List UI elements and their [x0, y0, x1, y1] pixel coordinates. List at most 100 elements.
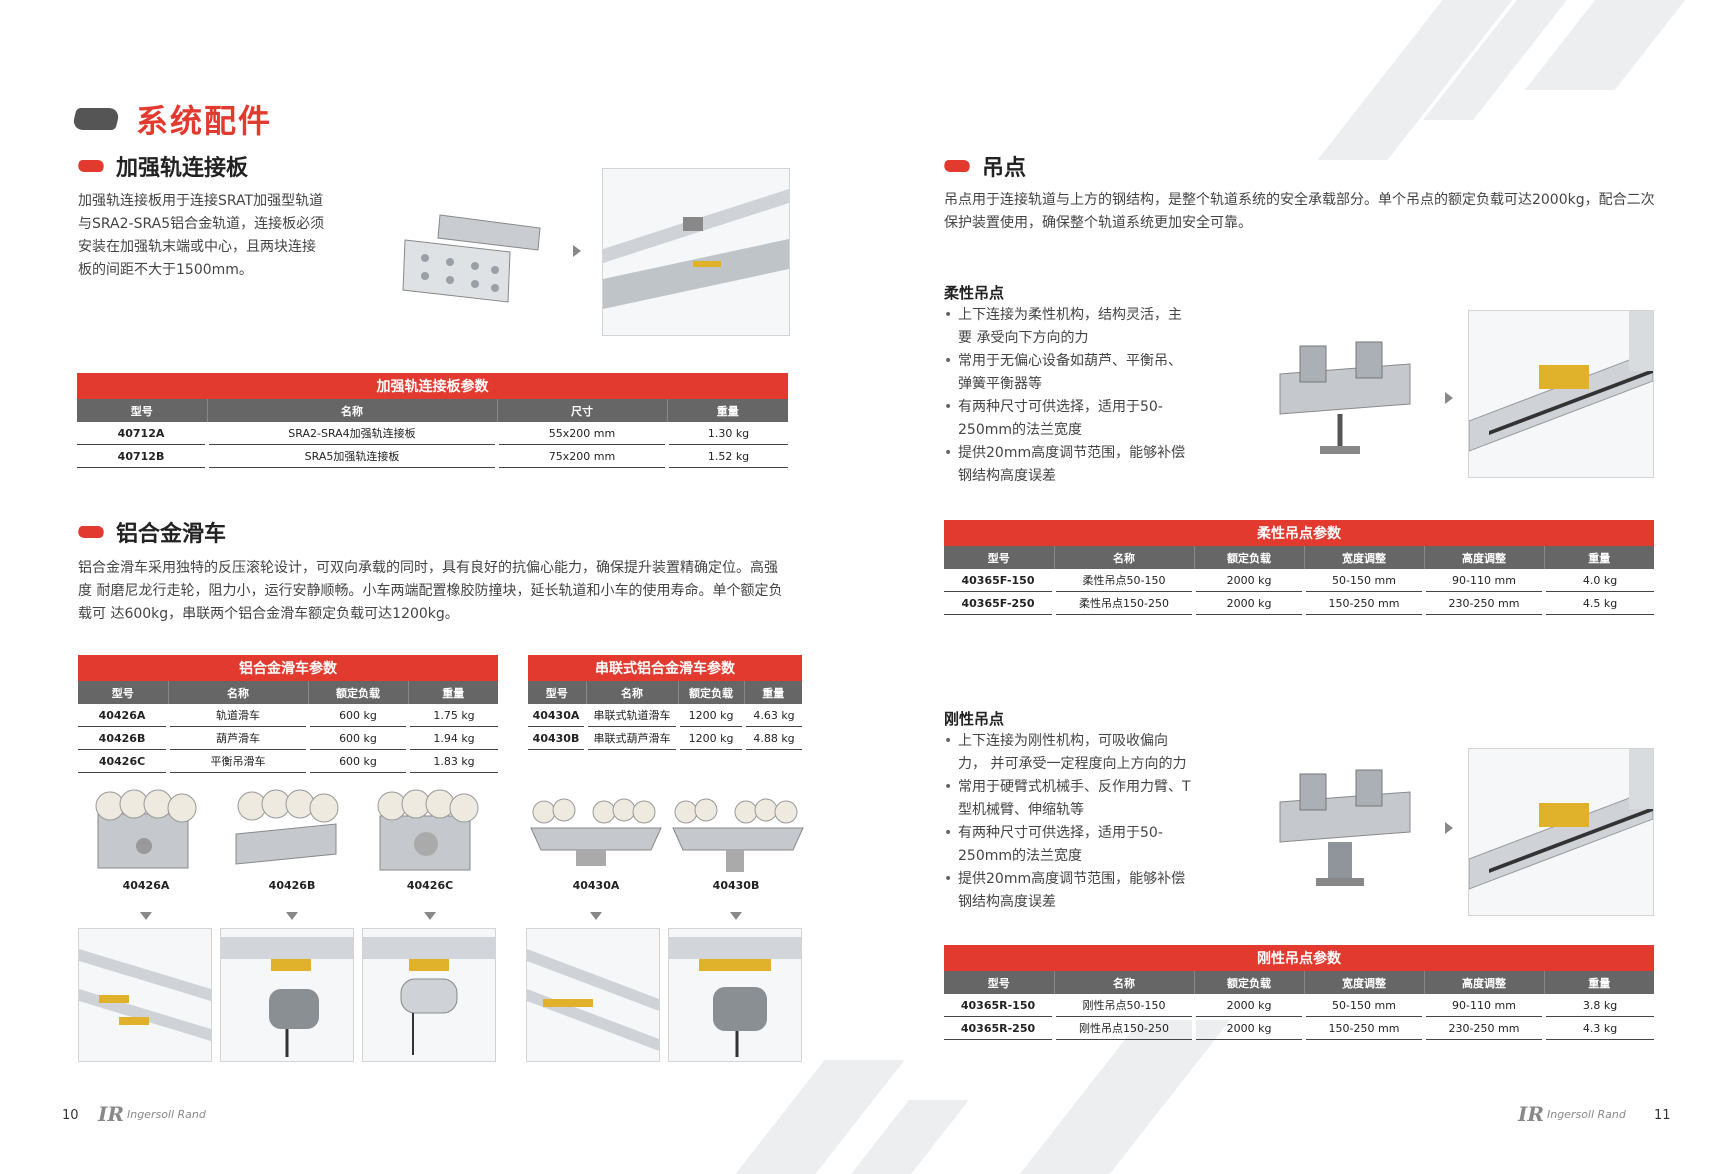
- arrow-down-icon: [730, 912, 742, 920]
- rigid-hanger-image: [1270, 762, 1420, 896]
- section-title-reinforced-plate: 加强轨连接板: [76, 150, 249, 182]
- table-cell: 40712A: [77, 422, 209, 445]
- section-marker: [76, 526, 106, 538]
- hanger-description: 吊点用于连接轨道与上方的钢结构，是整个轨道系统的安全承载部分。单个吊点的额定负载…: [944, 192, 1655, 231]
- list-item: 上下连接为柔性机构，结构灵活，主要 承受向下方向的力: [944, 304, 1194, 350]
- trolley-image-40430B: [668, 788, 808, 882]
- table-cell: 90-110 mm: [1424, 994, 1546, 1017]
- caption-40426C: 40426C: [406, 879, 454, 892]
- column-header: 重量: [744, 681, 802, 704]
- trolley-icon: [235, 789, 339, 865]
- section-title-text: 加强轨连接板: [116, 156, 249, 181]
- table-cell: 1200 kg: [678, 704, 746, 727]
- table-cell: 2000 kg: [1194, 591, 1306, 615]
- column-header: 额定负载: [308, 681, 409, 704]
- table-cell: 刚性吊点50-150: [1054, 994, 1196, 1017]
- reinforced-plate-description: 加强轨连接板用于连接SRAT加强型轨道与SRA2-SRA5铝合金轨道，连接板必须…: [78, 193, 325, 278]
- table-cell: 40426B: [78, 726, 170, 750]
- trolley-icon: [95, 789, 197, 869]
- table-cell: 90-110 mm: [1424, 569, 1546, 592]
- rigid-hanger-table: 刚性吊点参数 型号 名称 额定负载 宽度调整 高度调整 重量 40365R-15…: [944, 945, 1655, 1040]
- caption-40430A: 40430A: [572, 879, 620, 892]
- table-cell: 2000 kg: [1194, 994, 1306, 1017]
- rigid-hanger-features: 上下连接为刚性机构，可吸收偏向力， 并可承受一定程度向上方向的力 常用于硬臂式机…: [944, 730, 1194, 914]
- section-marker: [942, 160, 972, 172]
- table-title: 加强轨连接板参数: [77, 373, 788, 399]
- column-header: 型号: [944, 971, 1055, 994]
- table-cell: 串联式轨道滑车: [586, 704, 680, 727]
- column-header: 高度调整: [1424, 971, 1545, 994]
- list-item: 提供20mm高度调节范围，能够补偿钢结构高度误差: [944, 442, 1194, 488]
- table-cell: 40430A: [528, 704, 588, 727]
- plate-icon: [402, 214, 541, 303]
- table-title: 铝合金滑车参数: [78, 655, 498, 681]
- balancer-icon: [363, 937, 495, 1055]
- page-number-right: 11: [1654, 1108, 1671, 1123]
- table-cell: 1.83 kg: [408, 749, 498, 773]
- table-cell: 40365F-250: [944, 591, 1056, 615]
- column-header: 高度调整: [1424, 546, 1545, 569]
- table-cell: 600 kg: [308, 749, 410, 773]
- section-title-trolley: 铝合金滑车: [76, 516, 226, 548]
- arrow-down-icon: [590, 912, 602, 920]
- table-cell: 55x200 mm: [497, 422, 669, 445]
- section-marker: [76, 160, 106, 172]
- column-header: 名称: [1054, 971, 1195, 994]
- arrow-right-icon: [573, 245, 581, 257]
- table-cell: 2000 kg: [1194, 569, 1306, 592]
- table-cell: 串联式葫芦滑车: [586, 726, 680, 750]
- flexible-hanger-install-image: [1468, 310, 1654, 478]
- table-row: 40426B 葫芦滑车 600 kg 1.94 kg: [78, 726, 498, 750]
- section-title-hanger: 吊点: [942, 150, 1026, 182]
- trolley-description: 铝合金滑车采用独特的反压滚轮设计，可双向承载的同时，具有良好的抗偏心能力，确保提…: [78, 560, 783, 622]
- plate-install-image: [602, 168, 790, 336]
- trolley-image-40426B: [226, 784, 346, 878]
- trolley-table: 铝合金滑车参数 型号 名称 额定负载 重量 40426A 轨道滑车 600 kg…: [78, 655, 498, 773]
- table-cell: 柔性吊点50-150: [1054, 569, 1196, 592]
- column-header: 名称: [168, 681, 309, 704]
- column-header: 额定负载: [678, 681, 745, 704]
- rigid-hanger-title: 刚性吊点: [944, 710, 1005, 728]
- rail-icon: [1469, 749, 1653, 890]
- table-cell: 刚性吊点150-250: [1054, 1016, 1196, 1040]
- column-header: 型号: [77, 399, 208, 422]
- list-item: 上下连接为刚性机构，可吸收偏向力， 并可承受一定程度向上方向的力: [944, 730, 1194, 776]
- table-cell: 230-250 mm: [1424, 591, 1546, 615]
- column-header: 尺寸: [497, 399, 668, 422]
- table-cell: 50-150 mm: [1304, 569, 1426, 592]
- column-header: 宽度调整: [1304, 546, 1425, 569]
- table-title: 柔性吊点参数: [944, 520, 1655, 546]
- ir-logo-mark: IR: [98, 1102, 124, 1126]
- table-title: 刚性吊点参数: [944, 945, 1655, 971]
- table-row: 40365R-150 刚性吊点50-150 2000 kg 50-150 mm …: [944, 994, 1655, 1017]
- column-header: 重量: [667, 399, 788, 422]
- hoist-icon: [221, 937, 353, 1057]
- table-cell: 40365R-250: [944, 1016, 1056, 1040]
- column-header: 重量: [408, 681, 498, 704]
- table-cell: 1200 kg: [678, 726, 746, 750]
- caption-40426A: 40426A: [122, 879, 170, 892]
- list-item: 常用于无偏心设备如葫芦、平衡吊、弹簧平衡器等: [944, 350, 1194, 396]
- table-row: 40426A 轨道滑车 600 kg 1.75 kg: [78, 704, 498, 727]
- application-image: [362, 928, 496, 1062]
- column-header: 宽度调整: [1304, 971, 1425, 994]
- column-header: 型号: [528, 681, 587, 704]
- table-cell: 40430B: [528, 726, 588, 750]
- column-header: 名称: [586, 681, 679, 704]
- caption-40430B: 40430B: [712, 879, 760, 892]
- table-cell: 4.88 kg: [744, 726, 802, 750]
- table-cell: 柔性吊点150-250: [1054, 591, 1196, 615]
- column-header: 重量: [1544, 971, 1655, 994]
- hanger-icon: [1279, 769, 1411, 886]
- application-image: [668, 928, 802, 1062]
- table-cell: 230-250 mm: [1424, 1016, 1546, 1040]
- table-cell: 40426A: [78, 704, 170, 727]
- flexible-hanger-title: 柔性吊点: [944, 284, 1005, 302]
- table-cell: 600 kg: [308, 726, 410, 750]
- page-title: 系统配件: [71, 96, 272, 142]
- table-title: 串联式铝合金滑车参数: [528, 655, 802, 681]
- flexible-hanger-features: 上下连接为柔性机构，结构灵活，主要 承受向下方向的力 常用于无偏心设备如葫芦、平…: [944, 304, 1194, 488]
- table-cell: 1.30 kg: [667, 422, 788, 445]
- arrow-down-icon: [286, 912, 298, 920]
- rigid-hanger-install-image: [1468, 748, 1654, 916]
